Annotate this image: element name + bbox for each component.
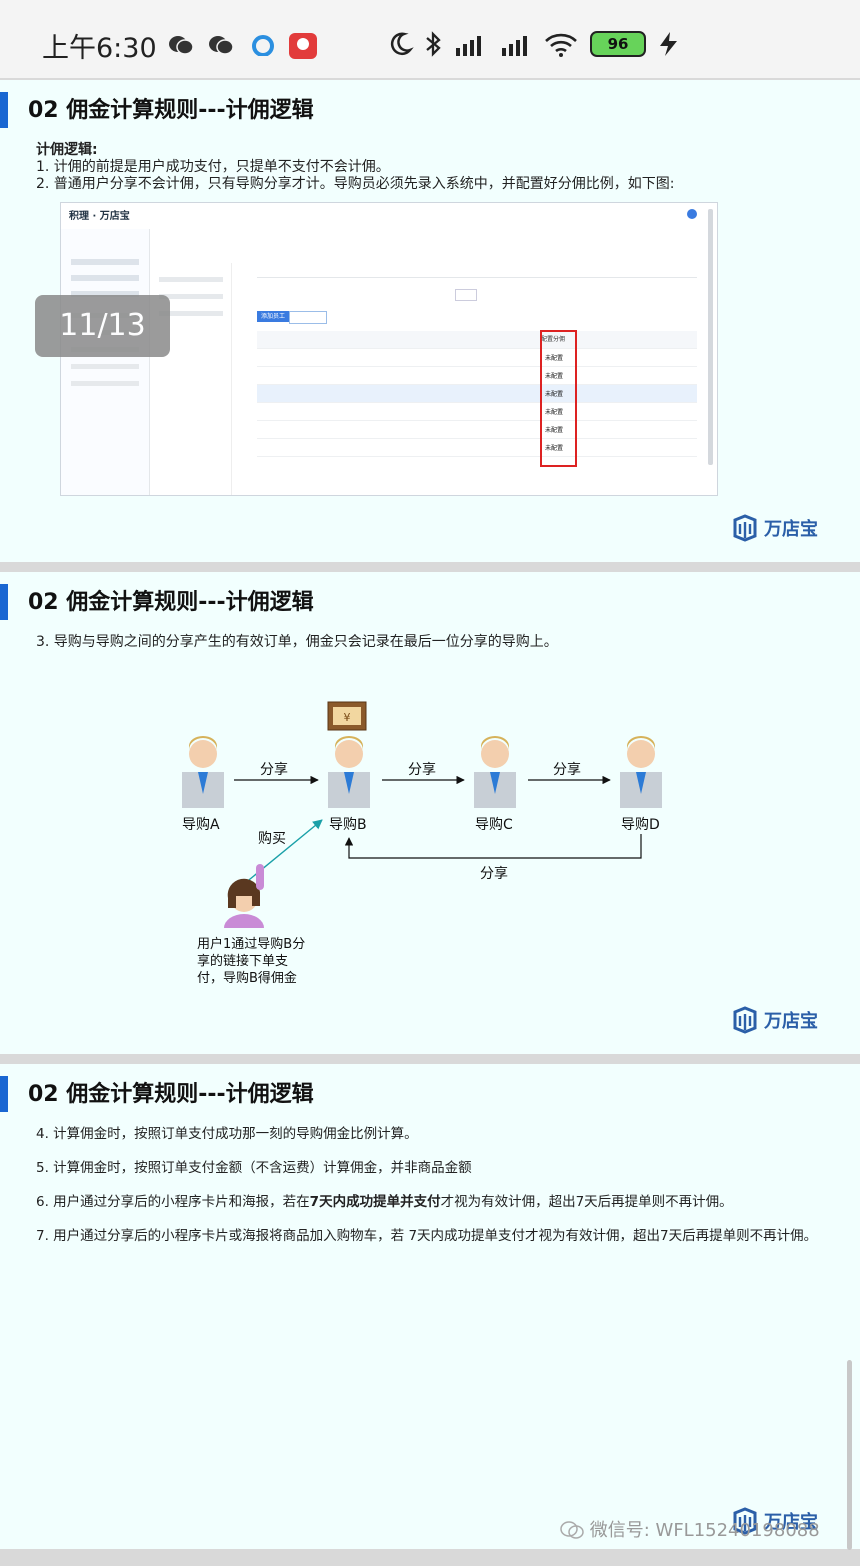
charging-icon bbox=[660, 32, 677, 56]
admin-secondary-button[interactable] bbox=[289, 311, 327, 324]
table-cell: 未配置 bbox=[545, 391, 564, 398]
table-row: 未配置 bbox=[257, 403, 697, 421]
title-accent bbox=[0, 1076, 8, 1112]
highlight-box bbox=[540, 330, 577, 467]
brand-logo-text: 万店宝 bbox=[764, 1512, 818, 1533]
brand-logo-icon bbox=[733, 514, 757, 542]
slide-title: 02 佣金计算规则---计佣逻辑 bbox=[28, 590, 314, 615]
share-label: 分享 bbox=[553, 762, 581, 778]
brand-logo-icon bbox=[733, 1006, 757, 1034]
wechat-watermark: 微信号: WFL15240198088 bbox=[560, 1516, 820, 1542]
table-cell: 未配置 bbox=[545, 373, 564, 380]
rule-5: 5. 计算佣金时，按照订单支付金额（不含运费）计算佣金，并非商品金额 bbox=[36, 1160, 472, 1176]
logic-line-1: 1. 计佣的前提是用户成功支付，只提单不支付不会计佣。 bbox=[36, 159, 390, 175]
rule-6-emphasis: 7天内成功提单并支付 bbox=[309, 1194, 441, 1210]
slide-1: 02 佣金计算规则---计佣逻辑 计佣逻辑: 1. 计佣的前提是用户成功支付，只… bbox=[0, 80, 860, 562]
status-time: 上午6:30 bbox=[42, 33, 157, 64]
guide-b-avatar bbox=[326, 732, 372, 808]
table-row: 未配置 bbox=[257, 367, 697, 385]
money-icon: ¥ bbox=[327, 701, 367, 731]
admin-filter-row bbox=[257, 269, 697, 278]
rule-6: 6. 用户通过分享后的小程序卡片和海报，若在7天内成功提单并支付才视为有效计佣，… bbox=[36, 1194, 826, 1211]
wechat-icon bbox=[209, 36, 234, 55]
logic-line-2: 2. 普通用户分享不会计佣，只有导购分享才计。导购员必须先录入系统中，并配置好分… bbox=[36, 176, 675, 192]
user1-note: 用户1通过导购B分享的链接下单支付，导购B得佣金 bbox=[197, 937, 306, 986]
table-cell: 未配置 bbox=[545, 427, 564, 434]
admin-search-button[interactable] bbox=[455, 289, 477, 301]
table-row: 未配置 bbox=[257, 385, 697, 403]
table-row: 未配置 bbox=[257, 349, 697, 367]
bluetooth-icon bbox=[426, 31, 441, 57]
slide-3: 02 佣金计算规则---计佣逻辑 4. 计算佣金时，按照订单支付成功那一刻的导购… bbox=[0, 1064, 860, 1549]
guide-a-avatar bbox=[180, 732, 226, 808]
guide-c-avatar bbox=[472, 732, 518, 808]
wechat-icon bbox=[169, 36, 194, 55]
title-accent bbox=[0, 92, 8, 128]
rule-4: 4. 计算佣金时，按照订单支付成功那一刻的导购佣金比例计算。 bbox=[36, 1126, 418, 1142]
svg-text:¥: ¥ bbox=[344, 711, 351, 724]
guide-c-label: 导购C bbox=[475, 817, 513, 833]
admin-table-header: 配置分佣 bbox=[257, 331, 697, 349]
user1-avatar bbox=[224, 864, 264, 928]
share-flow-diagram: ¥ bbox=[224, 701, 642, 928]
logic-heading: 计佣逻辑: bbox=[36, 142, 98, 158]
guide-a-label: 导购A bbox=[182, 817, 220, 833]
app-red-icon bbox=[289, 33, 317, 59]
slide-title: 02 佣金计算规则---计佣逻辑 bbox=[28, 1082, 314, 1107]
wechat-watermark-icon bbox=[560, 1521, 584, 1539]
admin-scrollbar[interactable] bbox=[708, 209, 713, 465]
rule-7: 7. 用户通过分享后的小程序卡片或海报将商品加入购物车，若 7天内成功提单支付才… bbox=[36, 1228, 818, 1244]
rule-6-part: 6. 用户通过分享后的小程序卡片和海报，若在 bbox=[36, 1194, 310, 1210]
highlight-column-header: 配置分佣 bbox=[541, 336, 566, 343]
admin-brand: 积理 · 万店宝 bbox=[69, 211, 130, 222]
table-cell: 未配置 bbox=[545, 409, 564, 416]
system-icons: 96 bbox=[386, 30, 682, 58]
table-row: 未配置 bbox=[257, 421, 697, 439]
signal-icon bbox=[502, 36, 527, 56]
signal-hd-icon bbox=[456, 36, 481, 56]
wifi-icon bbox=[545, 33, 577, 57]
share-arrow-d-b bbox=[344, 834, 642, 859]
brand-logo: 万店宝 bbox=[732, 1006, 818, 1034]
brand-logo-icon bbox=[733, 1507, 757, 1535]
share-label: 分享 bbox=[480, 866, 508, 882]
brand-logo-text: 万店宝 bbox=[764, 519, 818, 540]
admin-avatar bbox=[687, 209, 697, 219]
rule-6-part: 才视为有效计佣，超出7天后再提单则不再计佣。 bbox=[440, 1194, 733, 1210]
admin-sidebar bbox=[61, 229, 150, 495]
title-accent bbox=[0, 584, 8, 620]
battery-indicator: 96 bbox=[590, 31, 646, 57]
table-row: 未配置 bbox=[257, 439, 697, 457]
table-cell: 未配置 bbox=[545, 445, 564, 452]
share-label: 分享 bbox=[260, 762, 288, 778]
slide-title: 02 佣金计算规则---计佣逻辑 bbox=[28, 98, 314, 123]
buy-label: 购买 bbox=[258, 831, 286, 847]
page-indicator: 11/13 bbox=[35, 295, 170, 357]
guide-b-label: 导购B bbox=[329, 817, 367, 833]
app-ring-icon bbox=[252, 35, 274, 56]
brand-logo: 万店宝 bbox=[732, 514, 818, 542]
watermark-text: 微信号: WFL15240198088 bbox=[589, 1520, 820, 1541]
slide-2: 02 佣金计算规则---计佣逻辑 3. 导购与导购之间的分享产生的有效订单，佣金… bbox=[0, 572, 860, 1054]
brand-logo-text: 万店宝 bbox=[764, 1011, 818, 1032]
table-cell: 未配置 bbox=[545, 355, 564, 362]
moon-icon bbox=[390, 32, 414, 56]
brand-logo: 万店宝 bbox=[732, 1507, 818, 1535]
share-label: 分享 bbox=[408, 762, 436, 778]
admin-add-button[interactable]: 添加员工 bbox=[257, 311, 290, 322]
admin-org-tree bbox=[151, 263, 232, 495]
status-bar: 上午6:30 96 bbox=[0, 0, 860, 78]
page-scrollbar[interactable] bbox=[847, 1360, 852, 1550]
guide-d-label: 导购D bbox=[621, 817, 660, 833]
rule-3: 3. 导购与导购之间的分享产生的有效订单，佣金只会记录在最后一位分享的导购上。 bbox=[36, 634, 558, 650]
guide-d-avatar bbox=[618, 732, 664, 808]
